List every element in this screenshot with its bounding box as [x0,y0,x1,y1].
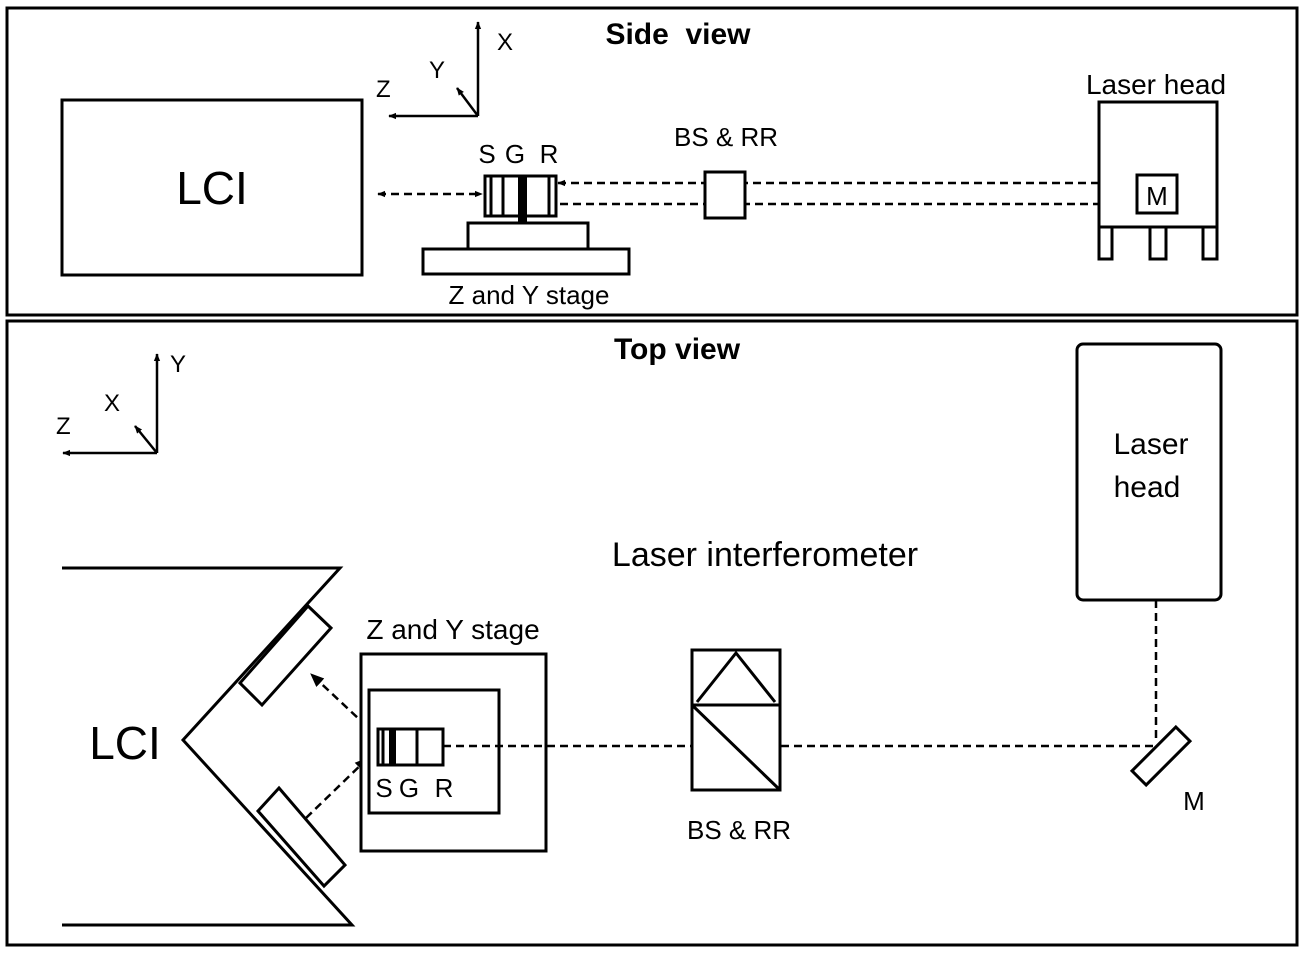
lci-upper-lens [237,603,334,708]
laser-head-label-line2: head [1114,471,1181,504]
bs-rr-assembly: BS & RR [687,648,791,845]
sgr-assembly: S G R [478,139,558,222]
x-axis-label: X [497,29,513,56]
side-view-title: Side view [605,18,751,51]
lci-beam-in [305,757,369,819]
r-label: R [435,773,454,803]
lci-lower-lens [255,785,348,889]
stage-top [466,221,590,251]
laser-head-box [1075,342,1223,602]
y-axis-label: Y [170,351,186,378]
top-view-frame [5,319,1299,947]
laser-interferometer-label: Laser interferometer [612,536,918,574]
mirror-box [1135,173,1179,215]
laser-head-label: Laser head [1086,69,1226,100]
mirror-label: M [1146,181,1168,211]
lci-label: LCI [89,717,161,769]
stage-label: Z and Y stage [449,280,610,310]
s-label: S [478,139,495,169]
side-view-frame [5,6,1299,317]
laser-head-leg-3 [1201,225,1219,261]
top-view-title: Top view [614,333,741,366]
sgr-grating [518,176,527,222]
sgr-holder [376,727,445,767]
x-axis-label: X [104,390,120,417]
sgr-grating [389,729,396,765]
lci-label: LCI [176,162,248,214]
bs-rr-box [703,170,747,220]
rr-box [690,648,782,707]
top-view-axes: Y X Z [56,351,186,457]
y-axis-arrow [456,87,479,117]
x-axis-arrow [134,425,158,454]
laser-head-label-line1: Laser [1113,428,1188,461]
z-axis-label: Z [56,413,71,440]
lci-housing: LCI [62,566,356,927]
lci-outline [62,566,356,927]
sgr-assembly: S G R [375,727,454,803]
lci-box [60,98,364,277]
side-view-panel: Side view X Y Z LCI Z and Y stage S G [5,6,1299,317]
stage-label: Z and Y stage [366,614,539,645]
z-axis-label: Z [376,76,391,103]
s-label: S [375,773,392,803]
g-label: G [505,139,525,169]
g-label: G [399,773,419,803]
bs-rr-label: BS & RR [687,815,791,845]
top-view-panel: Top view Y X Z Laser interferometer Lase… [5,319,1299,947]
y-axis-label: Y [429,57,445,84]
rr-prism [695,650,777,703]
bs-diagonal [690,703,782,792]
laser-head-leg-1 [1097,225,1114,261]
stage-base [421,247,631,276]
mirror-label: M [1183,786,1205,816]
r-label: R [540,139,559,169]
side-view-axes: X Y Z [376,21,513,120]
laser-head-leg-2 [1148,225,1168,261]
mirror [1129,724,1193,788]
bs-rr-label: BS & RR [674,122,778,152]
